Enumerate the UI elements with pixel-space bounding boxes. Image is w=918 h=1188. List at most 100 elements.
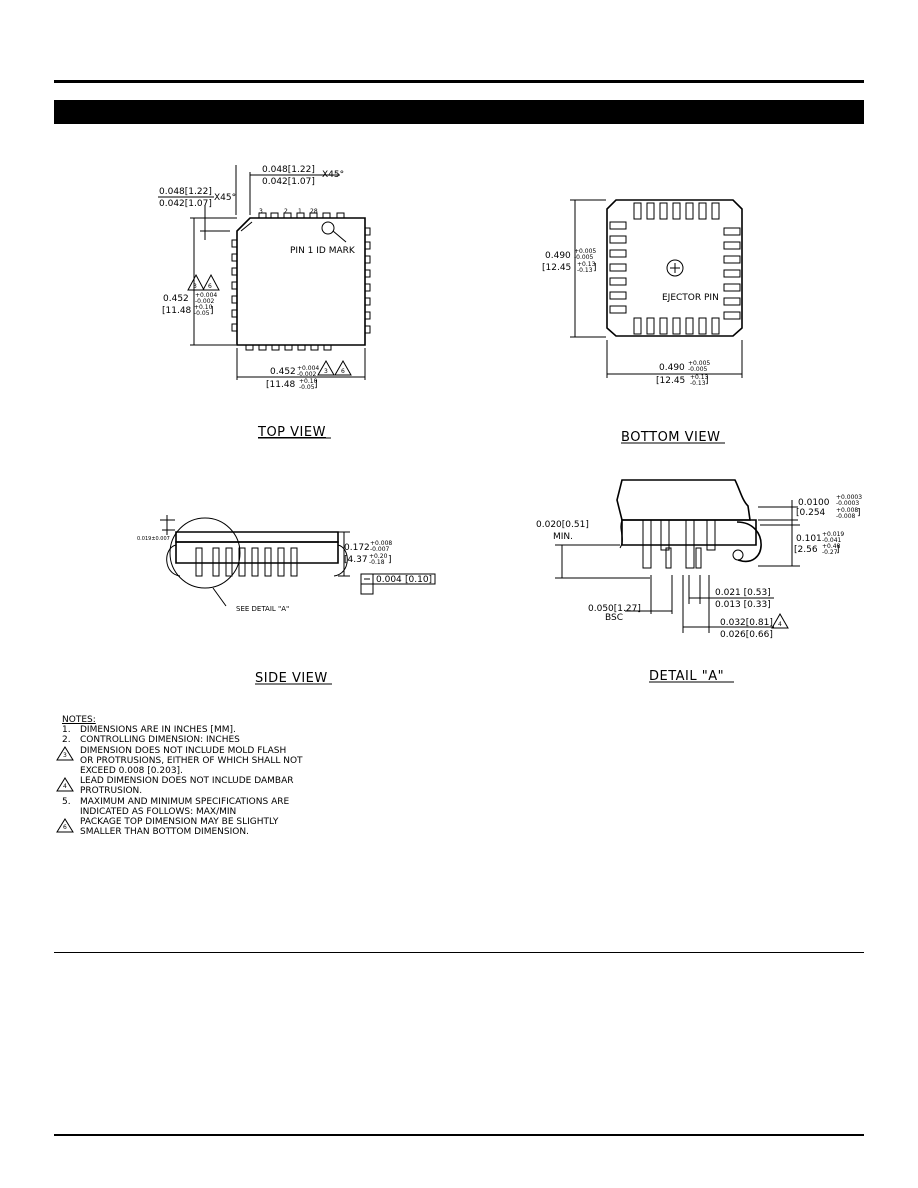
- bottom-width-dim-lines: [606, 340, 743, 378]
- bottom-height-mm: [12.45: [542, 263, 571, 273]
- detail-thickness-tol-plus: +0.0003: [836, 494, 862, 501]
- top-height-mm: [11.48: [162, 306, 192, 316]
- note-line: OR PROTRUSIONS, EITHER OF WHICH SHALL NO…: [62, 756, 303, 766]
- detail-a-breakline: [619, 519, 623, 549]
- coplanarity-mm: [0.10]: [405, 575, 432, 585]
- bottom-height-tol-plus: +0.005: [574, 248, 596, 255]
- detail-min-label: MIN.: [553, 532, 573, 542]
- pin1-leader: [332, 230, 347, 243]
- top-width-note-triangles: [317, 359, 352, 376]
- detail-leadheight-tol-minus: -0.041: [822, 537, 842, 544]
- top-width-tol-minus: -0.002: [297, 371, 317, 378]
- note-line: 5.MAXIMUM AND MINIMUM SPECIFICATIONS ARE: [62, 797, 303, 807]
- bottom-view-pin: [609, 221, 627, 230]
- side-height-mm-tol-plus: +0.20: [369, 553, 388, 560]
- bottom-height-value: 0.490: [545, 251, 571, 261]
- top-rule: [54, 80, 864, 83]
- side-view-lead: [195, 547, 203, 577]
- top-view-pin: [336, 212, 345, 219]
- top-view-pin: [231, 253, 238, 262]
- bottom-view-pin: [711, 317, 720, 335]
- top-view-pin: [231, 309, 238, 318]
- note-text: EXCEED 0.008 [0.203].: [80, 766, 183, 777]
- bottom-view-pins-bottom: [633, 317, 720, 335]
- note-triangle-number: 6: [63, 824, 67, 831]
- note-mark: 5.: [62, 796, 71, 807]
- note-text: LEAD DIMENSION DOES NOT INCLUDE DAMBAR: [80, 776, 294, 787]
- top-view-pin: [364, 325, 371, 334]
- detail-pitch-label: BSC: [605, 613, 623, 623]
- top-view-chamfer-line: [240, 221, 253, 232]
- detail-leadheight-mm-close: ]: [836, 545, 840, 555]
- bottom-view-pin: [646, 202, 655, 220]
- note-mark: 1.: [62, 725, 71, 736]
- bottom-height-mm-close: ]: [593, 263, 597, 273]
- top-height-value: 0.452: [163, 294, 189, 304]
- detail-a-lead: [660, 519, 670, 551]
- top-height-mm-close: ]: [210, 306, 214, 316]
- detail-leadwidth-min: 0.013 [0.33]: [715, 600, 771, 610]
- side-view-top-body: [175, 531, 339, 543]
- bottom-view-pin: [609, 263, 627, 272]
- detail-a-body-top: [616, 479, 751, 521]
- top-view-pin: [296, 212, 305, 219]
- bottom-view-pin: [723, 283, 741, 292]
- detail-thickness-mm: [0.254: [796, 508, 826, 518]
- bottom-view-pins-right: [723, 227, 741, 320]
- coplanarity-value-box: [372, 573, 436, 585]
- top-view-pins-right: [364, 227, 371, 334]
- top-view-pin: [258, 344, 267, 351]
- header-band: [54, 100, 864, 124]
- bottom-height-dim-lines: [570, 199, 606, 338]
- side-height-mm-close: ]: [388, 555, 392, 565]
- detail-a-caption: DETAIL "A": [649, 669, 724, 684]
- bottom-view-pin: [723, 241, 741, 250]
- bottom-view-pin: [633, 317, 642, 335]
- bottom-view-pin: [698, 202, 707, 220]
- side-view-lead: [225, 547, 233, 577]
- top-view-pin: [364, 227, 371, 236]
- note-line: 1. DIMENSIONS ARE IN INCHES [MM].: [62, 725, 303, 735]
- detail-a: 0.020[0.51] MIN. 0.0100 +0.0003 -0.0003 …: [536, 479, 862, 684]
- detail-a-jlead-tip: [732, 549, 744, 561]
- notes-block: NOTES: 1.DIMENSIONS ARE IN INCHES [MM].2…: [62, 715, 303, 837]
- top-width-dim-lines: [236, 348, 366, 380]
- top-view-body: [236, 217, 366, 346]
- side-view-caption: SIDE VIEW: [255, 671, 328, 686]
- detail-thickness-mm-close: ]: [857, 508, 861, 518]
- bottom-view-pin: [646, 317, 655, 335]
- side-view: SEE DETAIL "A" 0.019±0.007 0.172 +0.008 …: [137, 515, 436, 686]
- side-height-mm-tol-minus: -0.18: [369, 559, 385, 566]
- top-view-pin: [322, 212, 331, 219]
- detail-thickness-tol-minus: -0.0003: [836, 500, 859, 507]
- bottom-view-pin: [723, 311, 741, 320]
- detail-thickness-value: 0.0100: [798, 498, 830, 508]
- bottom-view-pins-top: [633, 202, 720, 220]
- top-height-mm-tol-plus: +0.10: [194, 304, 213, 311]
- pin-label-1: 1: [298, 208, 302, 215]
- note-triangle-number: 4: [63, 783, 67, 790]
- top-width-value: 0.452: [270, 367, 296, 377]
- detail-min-lines: [555, 544, 650, 579]
- note-text: CONTROLLING DIMENSION: INCHES: [80, 735, 240, 746]
- top-view-pin: [270, 212, 279, 219]
- ejector-pin-label: EJECTOR PIN: [662, 293, 719, 303]
- note-3-triangle: [56, 746, 74, 761]
- ejector-pin-cross: [670, 263, 680, 273]
- note-6-triangle: [56, 818, 74, 833]
- detail-leadwidth2-lines: [682, 575, 774, 633]
- top-width-tol-plus: +0.004: [297, 365, 319, 372]
- detail-leadwidth2-triangle: [771, 612, 789, 629]
- bottom-width-mm-close: ]: [705, 376, 709, 386]
- pin-label-2: 2: [284, 208, 288, 215]
- notes-list: 1.DIMENSIONS ARE IN INCHES [MM].2.CONTRO…: [62, 725, 303, 837]
- detail-leadwidth-lines: [688, 575, 774, 604]
- note-line: PROTRUSION.: [62, 786, 303, 796]
- notes-title: NOTES:: [62, 715, 96, 725]
- note-text: PROTRUSION.: [80, 786, 143, 797]
- detail-leadheight-lines: [758, 524, 800, 567]
- top-view-pin: [231, 323, 238, 332]
- detail-leadheight-value: 0.101: [796, 534, 822, 544]
- note-text: DIMENSIONS ARE IN INCHES [MM].: [80, 725, 236, 736]
- footer-rule-lower: [54, 1134, 864, 1136]
